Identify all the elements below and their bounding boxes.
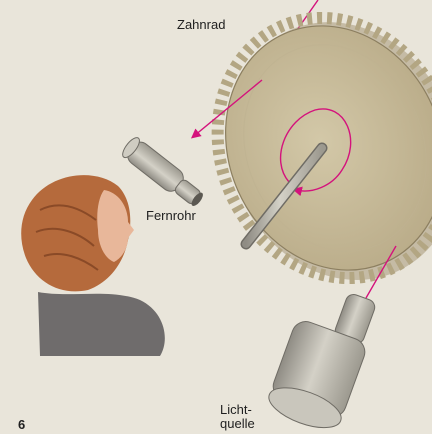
light-source-label-line2: quelle xyxy=(220,417,255,431)
figure-number: 6 xyxy=(18,417,25,432)
gear xyxy=(177,0,432,320)
gear-label: Zahnrad xyxy=(177,18,225,32)
observer xyxy=(21,175,165,356)
telescope-label: Fernrohr xyxy=(146,209,196,223)
light-source-label: Licht- quelle xyxy=(220,403,255,431)
light-source-label-line1: Licht- xyxy=(220,403,255,417)
telescope xyxy=(120,135,208,211)
light-source xyxy=(264,292,377,434)
